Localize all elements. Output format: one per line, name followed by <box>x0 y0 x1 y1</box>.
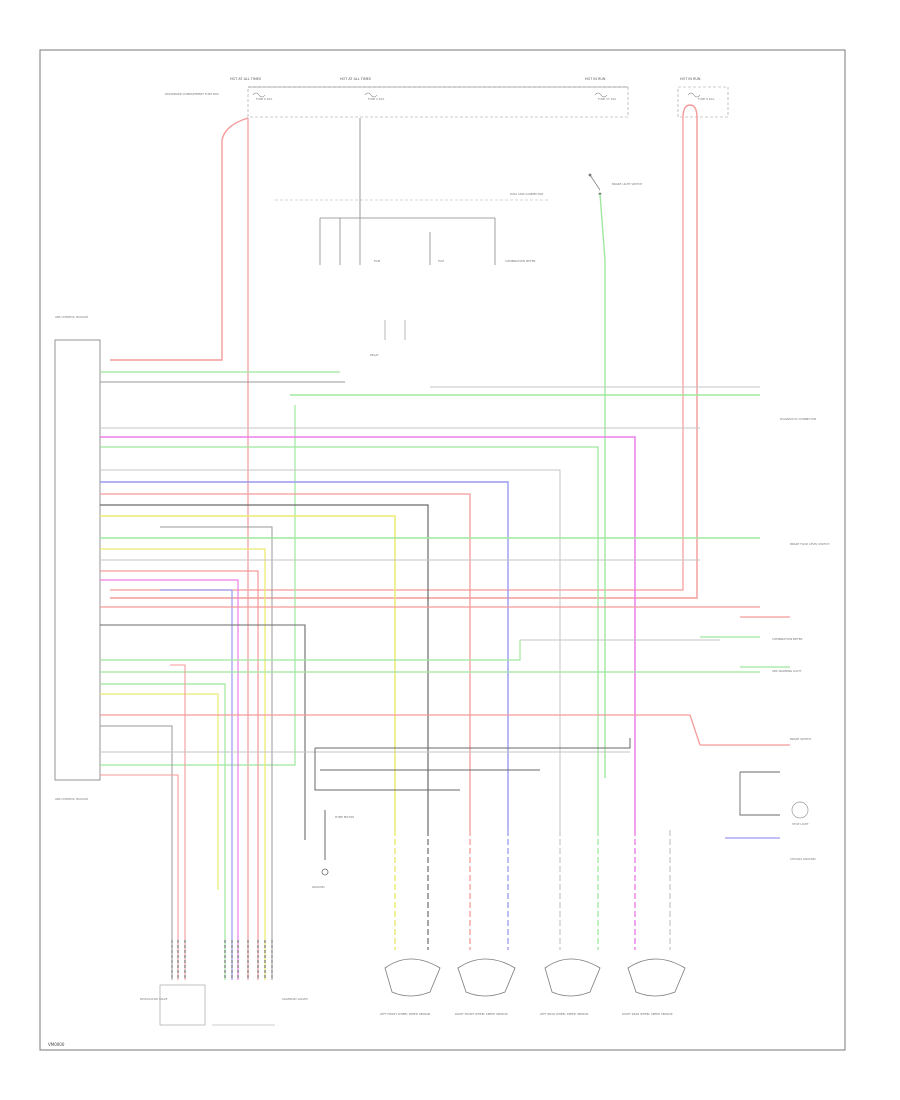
sensor-rf-label: RIGHT FRONT WHEEL SPEED SENSOR <box>455 1012 508 1016</box>
sensor-lr: LEFT REAR WHEEL SPEED SENSOR <box>540 958 601 1016</box>
brake-light-switch-label: BRAKE LIGHT SWITCH <box>612 182 642 186</box>
sensor-rr-label: RIGHT REAR WHEEL SPEED SENSOR <box>622 1012 673 1016</box>
wire-red-775 <box>100 774 179 980</box>
sensor-lr-label: LEFT REAR WHEEL SPEED SENSOR <box>540 1012 588 1016</box>
wire-yellow-516 <box>100 515 396 830</box>
wire-yellow-549 <box>100 548 266 980</box>
wire-red-571 <box>100 570 259 980</box>
ecm-label: ECM <box>374 259 381 263</box>
abs-module-label: ABS CONTROL MODULE <box>55 315 88 319</box>
wire-blue-590 <box>160 589 233 980</box>
brake-switch-label: BRAKE SWITCH <box>790 737 811 741</box>
brake-warning-label: BRAKE FLUID LEVEL SWITCH <box>790 542 830 546</box>
wire-red-power-1 <box>110 117 249 361</box>
wire-grey-726 <box>100 725 173 980</box>
fuse-label-run: FUSE 17 10A <box>598 97 616 101</box>
wire-red-494 <box>100 493 471 830</box>
sensor-rr: RIGHT REAR WHEEL SPEED SENSOR <box>622 958 686 1016</box>
fuse-label-left: FUSE 6 10A <box>256 97 272 101</box>
combination-meter-label: COMBINATION METER <box>505 259 535 263</box>
fuse-label-hot-run: HOT IN RUN <box>585 77 606 81</box>
wire-dark-505 <box>100 504 429 830</box>
wire-dark-pump <box>315 738 631 749</box>
combination-meter-right-label: COMBINATION METER <box>772 637 802 641</box>
chassis-ground-label: CHASSIS GROUND <box>790 857 816 861</box>
fuse-block-top: HOT AT ALL TIMES HOT AT ALL TIMES HOT IN… <box>165 77 729 118</box>
diagram-border <box>39 49 846 1051</box>
tcm-label: TCM <box>437 259 444 263</box>
ground-label: GROUND <box>312 885 325 889</box>
fuse-label-mid: FUSE 2 10A <box>368 97 384 101</box>
abs-warning-label: ABS WARNING LIGHT <box>772 669 802 673</box>
data-link-label: DATA LINK CONNECTOR <box>510 192 543 196</box>
passenger-fuse-box-label: PASSENGER COMPARTMENT FUSE BOX <box>165 92 219 96</box>
wire-green-684 <box>100 683 226 980</box>
wire-green-447 <box>100 446 599 830</box>
relay-label: RELAY <box>370 353 379 357</box>
wire-green-brake <box>599 193 606 778</box>
wire-magenta-437 <box>100 436 636 830</box>
wire-red-right-loop-2 <box>110 118 684 591</box>
bottom-connectors: MODULATOR VALVE SOLENOID VALVES <box>140 984 308 1026</box>
wire-magenta-580 <box>100 579 239 980</box>
sensor-lf: LEFT FRONT WHEEL SPEED SENSOR <box>380 958 441 1016</box>
diagnostic-connector-label: DIAGNOSTIC CONNECTOR <box>780 417 816 421</box>
fuse-label-hot-mid: HOT AT ALL TIMES <box>340 77 371 81</box>
wire-harness <box>100 104 790 980</box>
pump-motor-label: PUMP MOTOR <box>335 815 354 819</box>
wire-dark-stop <box>739 771 780 816</box>
upper-switch-area: DATA LINK CONNECTOR ECM TCM COMBINATION … <box>275 173 642 357</box>
wire-dark-pump-2 <box>314 748 460 791</box>
wire-green-drop <box>100 405 296 766</box>
wire-yellow-694 <box>100 693 219 890</box>
wire-red-right-loop <box>110 104 698 599</box>
sensor-leads <box>171 830 671 980</box>
fuse-label-hot-right: HOT IN RUN <box>680 77 701 81</box>
wire-dark-625 <box>100 624 306 840</box>
abs-control-module: ABS CONTROL MODULE ABS CONTROL MODULE <box>54 315 101 801</box>
modulator-valve-label: MODULATOR VALVE <box>140 997 168 1001</box>
stoplight-label: STOP LIGHT <box>792 822 809 826</box>
right-labels: DIAGNOSTIC CONNECTOR BRAKE FLUID LEVEL S… <box>772 417 830 861</box>
document-id: VM0000 <box>48 1042 65 1047</box>
wire-grey-470 <box>100 469 561 830</box>
fuse-label-hot-left: HOT AT ALL TIMES <box>230 77 261 81</box>
wire-red-665 <box>170 664 186 980</box>
sensor-rf: RIGHT FRONT WHEEL SPEED SENSOR <box>455 958 516 1016</box>
fuse-label-right: FUSE 8 10A <box>698 97 714 101</box>
wheel-sensors: LEFT FRONT WHEEL SPEED SENSOR RIGHT FRON… <box>380 958 686 1016</box>
wire-red-715 <box>100 714 701 746</box>
wire-blue-482 <box>100 481 509 830</box>
wire-grey-527 <box>160 526 273 980</box>
sensor-lf-label: LEFT FRONT WHEEL SPEED SENSOR <box>380 1012 430 1016</box>
wire-green-650 <box>100 640 521 661</box>
ground-symbol: GROUND PUMP MOTOR <box>312 815 354 889</box>
abs-module-bottom-label: ABS CONTROL MODULE <box>55 797 88 801</box>
solenoid-valves-label: SOLENOID VALVES <box>282 997 308 1001</box>
